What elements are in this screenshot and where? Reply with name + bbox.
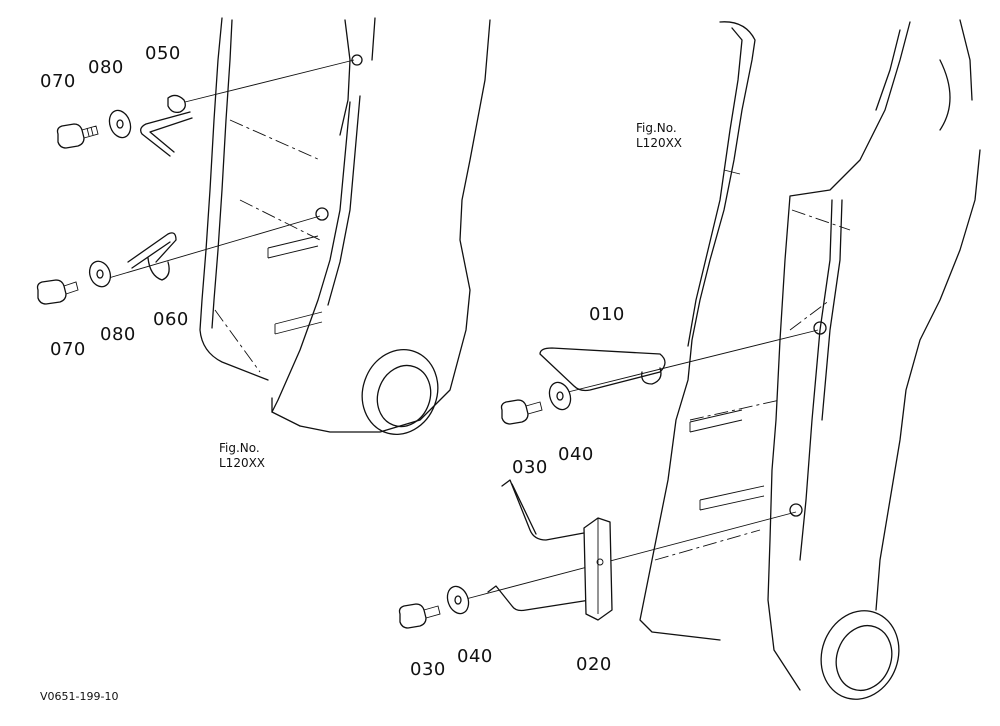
fig-ref-left-line1: Fig.No.	[219, 441, 260, 455]
clip-060	[127, 232, 177, 281]
part-label-030-top: 030	[512, 457, 548, 478]
part-label-070-top: 070	[40, 71, 76, 92]
fig-ref-right-line2: L120XX	[636, 136, 683, 150]
part-label-010: 010	[589, 304, 625, 325]
left-arm	[199, 17, 491, 435]
part-label-080-bottom: 080	[100, 324, 136, 345]
washer-040-bottom	[446, 585, 470, 615]
part-label-060: 060	[153, 309, 189, 330]
fig-ref-left-line2: L120XX	[219, 456, 266, 470]
part-label-030-bottom: 030	[410, 659, 446, 680]
part-label-040-top: 040	[558, 444, 594, 465]
washer-080-top	[108, 109, 132, 139]
washer-040-top	[548, 381, 572, 411]
clip-050	[140, 94, 193, 157]
fig-ref-right-line1: Fig.No.	[636, 121, 677, 135]
washer-080-bottom	[88, 260, 112, 288]
bracket-020	[487, 479, 613, 621]
bolt-070-top	[56, 123, 99, 149]
fig-ref-left: Fig.No. L120XX	[219, 441, 265, 471]
bolt-030-top	[500, 399, 543, 425]
drawing-code: V0651-199-10	[40, 690, 119, 703]
part-label-070-bottom: 070	[50, 339, 86, 360]
part-label-020: 020	[576, 654, 612, 675]
fig-ref-right: Fig.No. L120XX	[636, 121, 682, 151]
bolt-030-bottom	[398, 603, 441, 629]
part-label-080-top: 080	[88, 57, 124, 78]
rod-010	[539, 347, 666, 392]
part-label-050: 050	[145, 43, 181, 64]
part-label-040-bottom: 040	[457, 646, 493, 667]
right-arm	[639, 19, 981, 700]
bolt-070-bottom	[36, 279, 79, 305]
